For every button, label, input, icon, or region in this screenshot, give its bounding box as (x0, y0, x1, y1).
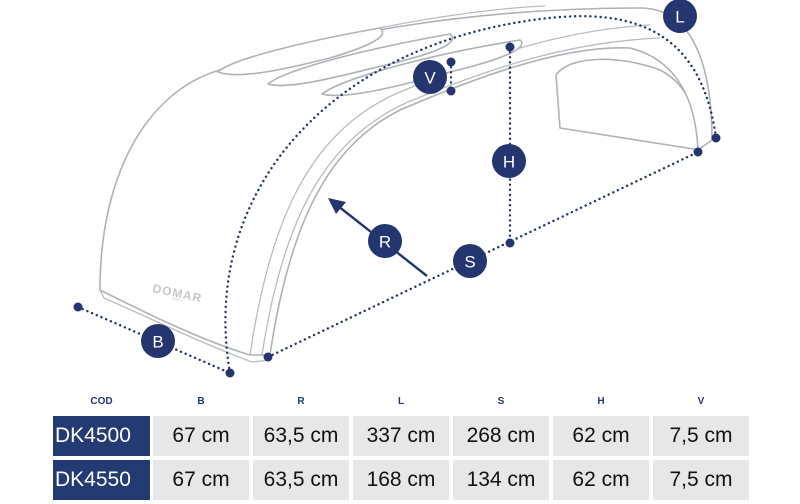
radius-arrowhead (328, 198, 346, 214)
cell-s: 134 cm (453, 460, 549, 500)
header-b: B (197, 396, 205, 407)
brand-logo-sub: ITALY (172, 296, 184, 303)
svg-text:H: H (503, 153, 515, 172)
table-header: COD B R L S H V (53, 388, 749, 416)
header-l: L (397, 396, 405, 407)
cell-r: 63,5 cm (253, 416, 349, 456)
mudguard-diagram: DOMAR ITALY B R S H V L (73, 0, 721, 378)
cell-v: 7,5 cm (653, 460, 749, 500)
table-row: DK4500 67 cm 63,5 cm 337 cm 268 cm 62 cm… (53, 416, 749, 456)
front-flange-inner (261, 37, 661, 356)
dim-line-l (224, 14, 718, 375)
badge-r: R (368, 224, 402, 258)
cell-v: 7,5 cm (653, 416, 749, 456)
badge-l: L (663, 0, 697, 33)
svg-text:V: V (424, 69, 436, 88)
rib-bump-2 (267, 33, 454, 87)
cell-b: 67 cm (153, 460, 249, 500)
header-h: H (597, 396, 605, 407)
badge-s: S (453, 244, 487, 278)
header-v: V (697, 396, 705, 407)
header-r: R (297, 396, 305, 407)
cell-b: 67 cm (153, 416, 249, 456)
svg-text:S: S (464, 253, 475, 272)
svg-text:R: R (379, 233, 391, 252)
badge-b: B (141, 324, 175, 358)
svg-text:L: L (675, 8, 684, 27)
rib-bump-1 (217, 27, 384, 76)
cell-l: 337 cm (353, 416, 449, 456)
table-row: DK4550 67 cm 63,5 cm 168 cm 134 cm 62 cm… (53, 460, 749, 500)
spec-table: COD B R L S H V DK4500 67 cm 63,5 cm 337… (53, 388, 749, 504)
cell-s: 268 cm (453, 416, 549, 456)
cell-l: 168 cm (353, 460, 449, 500)
header-cod: COD (90, 396, 113, 407)
cell-code: DK4550 (53, 460, 150, 500)
svg-text:B: B (152, 333, 163, 352)
badge-h: H (492, 144, 526, 178)
dim-line-s (266, 150, 700, 359)
bottom-edge (99, 289, 271, 363)
badge-v: V (413, 60, 447, 94)
front-flange-outer (249, 24, 651, 356)
cell-r: 63,5 cm (253, 460, 349, 500)
header-s: S (497, 396, 505, 407)
cell-code: DK4500 (53, 416, 150, 456)
cell-h: 62 cm (553, 416, 649, 456)
cell-h: 62 cm (553, 460, 649, 500)
